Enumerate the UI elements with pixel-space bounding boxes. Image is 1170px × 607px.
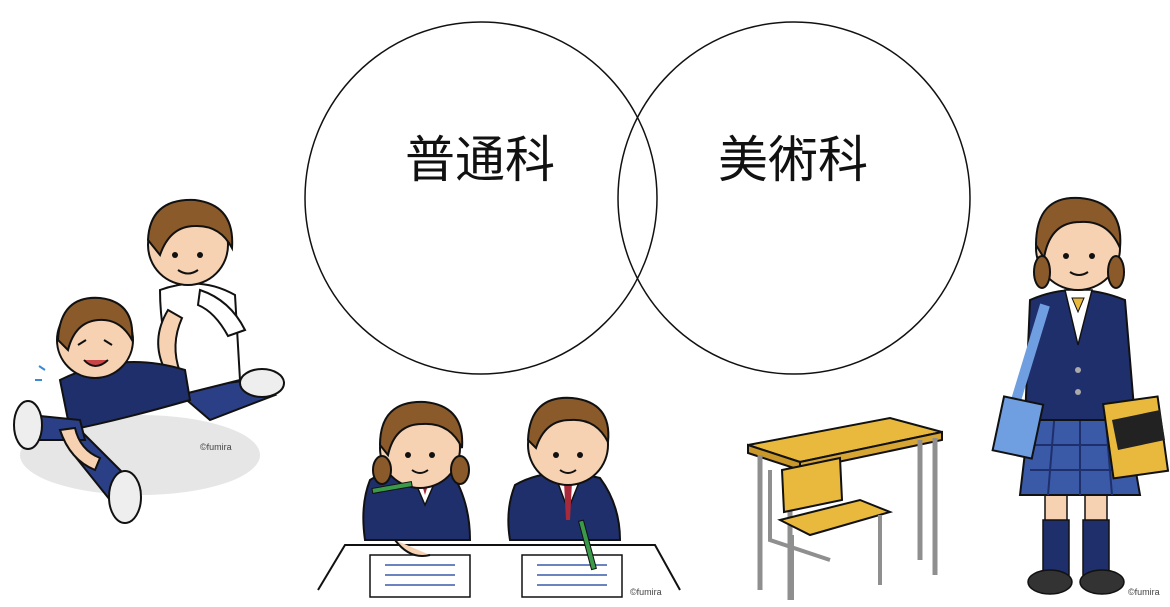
venn-circle-left [304, 21, 658, 375]
stretching-student [13, 296, 192, 524]
venn-label-right: 美術科 [718, 131, 868, 189]
uniform-student-illustration: ©fumira [991, 196, 1170, 597]
studying-boy [507, 396, 623, 598]
stretching-students-illustration: ©fumira [13, 198, 285, 524]
studying-girl [362, 400, 472, 598]
watermark-center: ©fumira [630, 587, 662, 597]
venn-circle-right [617, 21, 971, 375]
watermark-left: ©fumira [200, 442, 232, 452]
studying-students-illustration: ©fumira [317, 396, 681, 598]
watermark-right: ©fumira [1128, 587, 1160, 597]
helper-student [146, 198, 285, 422]
school-desk-illustration [747, 416, 943, 600]
venn-label-left: 普通科 [405, 131, 555, 189]
